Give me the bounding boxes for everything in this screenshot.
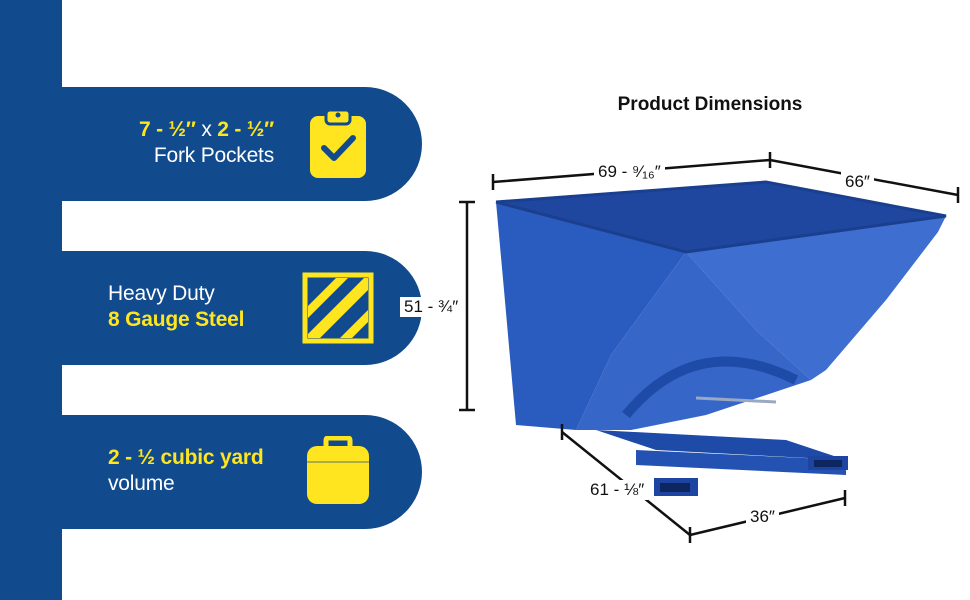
dimension-width-label: 69 - ⁹⁄₁₆″ — [594, 162, 665, 182]
fork-pocket-width: 2 - ½″ — [217, 118, 274, 141]
feature-line: 8 Gauge Steel — [108, 308, 245, 331]
cube-box-icon — [302, 436, 374, 508]
feature-line: Heavy Duty — [108, 282, 215, 305]
dimension-base-width-label: 36″ — [746, 507, 779, 527]
clipboard-check-icon — [302, 108, 374, 180]
dimension-height-label: 51 - ¾″ — [400, 297, 463, 317]
feature-line: 2 - ½ cubic yard — [108, 446, 264, 469]
feature-fork-pockets: 7 - ½″ x 2 - ½″ Fork Pockets — [0, 87, 422, 201]
feature-text: 2 - ½ cubic yard volume — [108, 445, 264, 497]
feature-line: Fork Pockets — [153, 144, 274, 167]
feature-text: Heavy Duty 8 Gauge Steel — [108, 281, 244, 333]
dimensions-title: Product Dimensions — [617, 94, 803, 115]
dimension-separator: x — [195, 118, 218, 141]
feature-gauge-steel: Heavy Duty 8 Gauge Steel — [0, 251, 422, 365]
feature-line: 7 - ½″ x 2 - ½″ — [139, 117, 274, 143]
diagonal-stripes-icon — [302, 272, 374, 344]
hopper-illustration — [456, 140, 970, 560]
fork-pocket-height: 7 - ½″ — [138, 118, 196, 141]
dimension-base-depth-label: 61 - ⅛″ — [586, 480, 649, 500]
dimension-depth-label: 66″ — [841, 172, 874, 192]
feature-text: 7 - ½″ x 2 - ½″ Fork Pockets — [139, 117, 274, 169]
feature-volume: 2 - ½ cubic yard volume — [0, 415, 422, 529]
feature-line: volume — [108, 472, 175, 495]
